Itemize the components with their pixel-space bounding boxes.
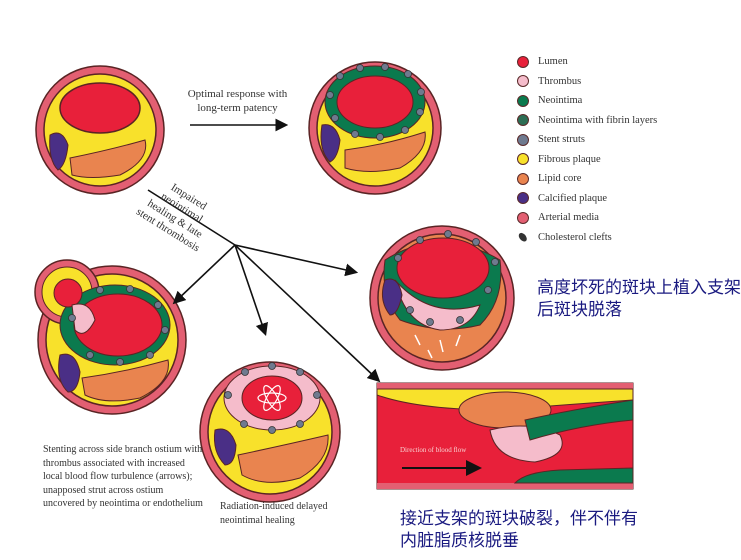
fibrous-plaque-swatch-icon <box>517 153 529 166</box>
lipid-core-swatch-icon <box>517 172 529 185</box>
legend-item-lumen: Lumen <box>517 52 657 72</box>
optimal-response-label: Optimal response with long-term patency <box>187 88 288 114</box>
legend-item-neointima: Neointima <box>517 91 657 111</box>
stent-struts-swatch-icon <box>517 133 529 146</box>
artery-radiation <box>199 361 341 503</box>
legend-label: Stent struts <box>538 134 585 146</box>
pathway-arrows <box>147 118 381 383</box>
legend-label: Lumen <box>538 56 568 68</box>
artery-longitudinal-rupture <box>376 382 634 490</box>
legend-item-stent-struts: Stent struts <box>517 130 657 150</box>
lumen-swatch-icon <box>517 55 529 68</box>
legend-item-neointima-fibrin: Neointima with fibrin layers <box>517 111 657 131</box>
plaque-rupture-annotation: 接近支架的斑块破裂，伴不伴有内脏脂质核脱垂 <box>400 509 638 551</box>
legend-label: Calcified plaque <box>538 192 608 204</box>
legend-item-fibrous-plaque: Fibrous plaque <box>517 150 657 170</box>
neointima-fibrin-swatch-icon <box>517 114 529 127</box>
necrotic-plaque-annotation: 高度坏死的斑块上植入支架后斑块脱落 <box>537 278 741 320</box>
legend-item-calcified-plaque: Calcified plaque <box>517 189 657 209</box>
arterial-media-swatch-icon <box>517 211 529 224</box>
blood-flow-label: Direction of blood flow <box>400 446 467 454</box>
legend-label: Cholesterol clefts <box>538 231 612 243</box>
legend-label: Arterial media <box>538 212 599 224</box>
legend-item-arterial-media: Arterial media <box>517 208 657 228</box>
cholesterol-cleft-icon: ⬮ <box>515 229 531 245</box>
legend-label: Neointima with fibrin layers <box>538 114 658 126</box>
legend-item-lipid-core: Lipid core <box>517 169 657 189</box>
legend-label: Lipid core <box>538 173 582 185</box>
legend-item-thrombus: Thrombus <box>517 72 657 92</box>
legend-label: Thrombus <box>538 75 582 87</box>
artery-optimal <box>308 61 442 195</box>
calcified-plaque-swatch-icon <box>517 192 529 205</box>
thrombus-swatch-icon <box>517 75 529 88</box>
radiation-caption: Radiation-induced delayed neointimal hea… <box>220 501 328 526</box>
side-branch-caption: Stenting across side branch ostium with … <box>43 444 203 509</box>
legend: Lumen Thrombus Neointima Neointima with … <box>515 52 657 248</box>
artery-side-branch <box>34 259 187 415</box>
legend-label: Fibrous plaque <box>538 153 601 165</box>
artery-baseline <box>35 65 165 195</box>
artery-necrotic-plaque <box>369 225 515 371</box>
legend-item-cholesterol-clefts: ⬮ Cholesterol clefts <box>515 228 657 248</box>
neointima-swatch-icon <box>517 94 529 107</box>
legend-label: Neointima <box>538 95 583 107</box>
